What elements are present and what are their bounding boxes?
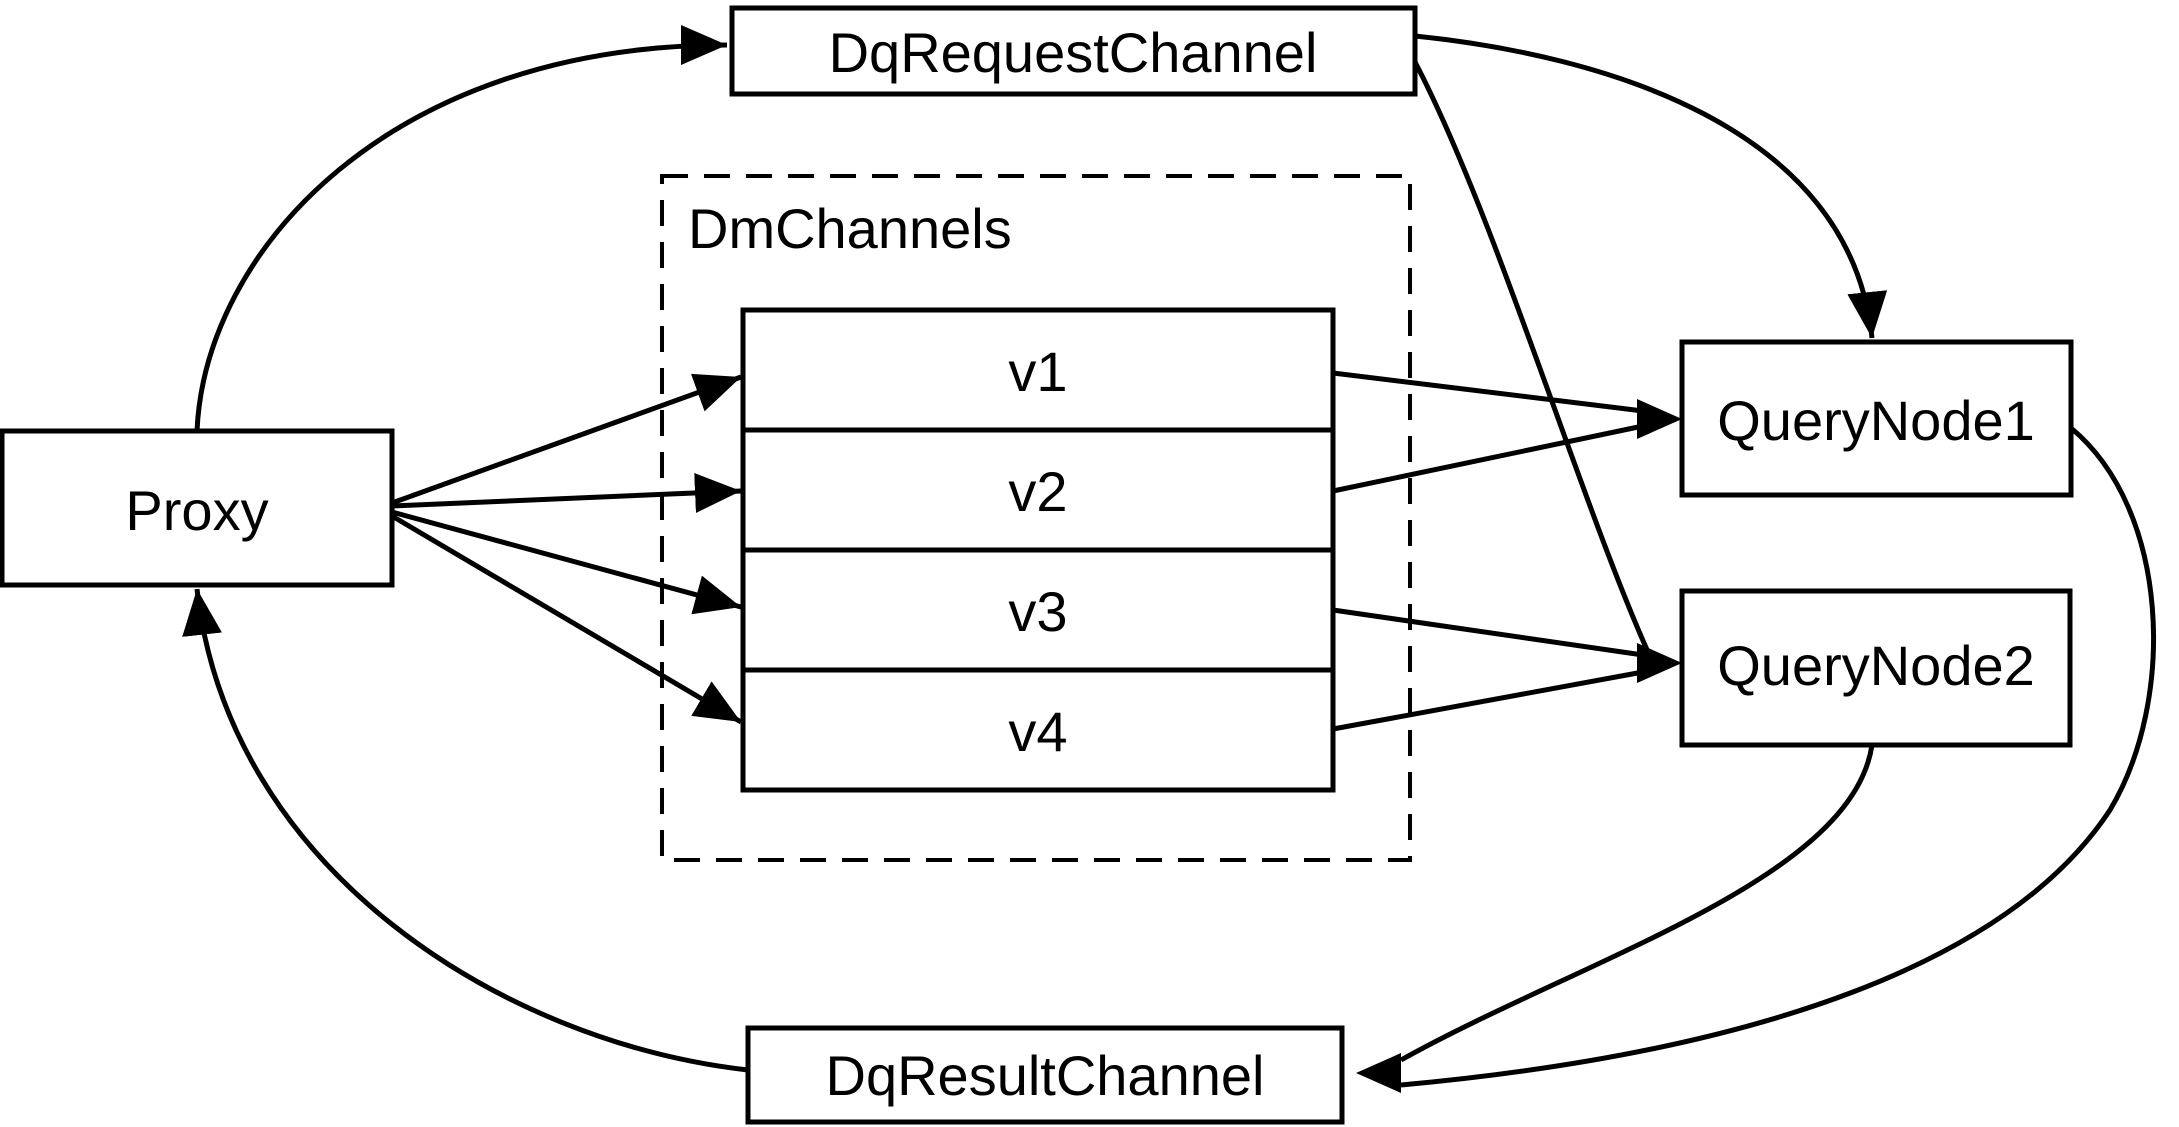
channel-v4-label: v4 — [1008, 700, 1067, 763]
node-dq-request-channel: DqRequestChannel — [729, 5, 1418, 97]
arrowhead-into-querynode2-icon — [1637, 643, 1682, 683]
channel-v3-label: v3 — [1008, 580, 1067, 643]
node-query-node-2: QueryNode2 — [1679, 588, 2073, 748]
channel-stack: v1 v2 v3 v4 — [740, 307, 1336, 793]
dq-result-channel-label: DqResultChannel — [826, 1044, 1265, 1107]
container-dm-channels: DmChannels — [660, 174, 1412, 862]
edge-proxy-to-v1 — [391, 373, 742, 506]
edge-proxy-to-v4 — [390, 513, 743, 725]
edge-dqrequestchannel-to-querynode1 — [1414, 33, 1888, 339]
node-dq-result-channel: DqResultChannel — [745, 1025, 1345, 1125]
edge-proxy-to-v3 — [391, 509, 742, 615]
node-proxy: Proxy — [0, 428, 395, 588]
edge-v3-to-querynode2 — [1332, 607, 1644, 658]
edge-proxy-to-dqrequestchannel — [194, 25, 728, 432]
edge-dqresultchannel-to-proxy — [182, 588, 749, 1073]
node-query-node-1: QueryNode1 — [1679, 339, 2074, 498]
channel-v1-label: v1 — [1008, 340, 1067, 403]
edge-querynode2-to-dqresultchannel — [1399, 744, 1875, 1063]
dq-result-channel-box — [745, 1025, 1345, 1125]
arrowhead-into-querynode1-icon — [1637, 399, 1682, 439]
arrowhead-into-dqresultchannel-icon — [1356, 1053, 1401, 1093]
dq-request-channel-label: DqRequestChannel — [829, 21, 1318, 84]
channel-v2-label: v2 — [1008, 460, 1067, 523]
edge-v2-to-querynode1 — [1332, 423, 1644, 494]
edge-v4-to-querynode2 — [1332, 669, 1644, 732]
edge-dqrequestchannel-to-querynode2 — [1412, 60, 1651, 654]
dq-request-channel-box — [729, 5, 1418, 97]
edges — [182, 25, 2156, 1093]
proxy-box — [0, 428, 395, 588]
dm-channels-container-border — [660, 174, 1412, 862]
edge-proxy-to-v2 — [391, 472, 742, 513]
proxy-label: Proxy — [125, 479, 268, 542]
query-node-2-label: QueryNode2 — [1717, 634, 2035, 697]
edge-querynode1-to-dqresultchannel — [1400, 426, 2156, 1088]
dm-channels-label: DmChannels — [688, 197, 1012, 260]
query-node-2-box — [1679, 588, 2073, 748]
edge-v1-to-querynode1 — [1332, 370, 1644, 414]
query-node-1-box — [1679, 339, 2074, 498]
query-node-1-label: QueryNode1 — [1717, 389, 2035, 452]
